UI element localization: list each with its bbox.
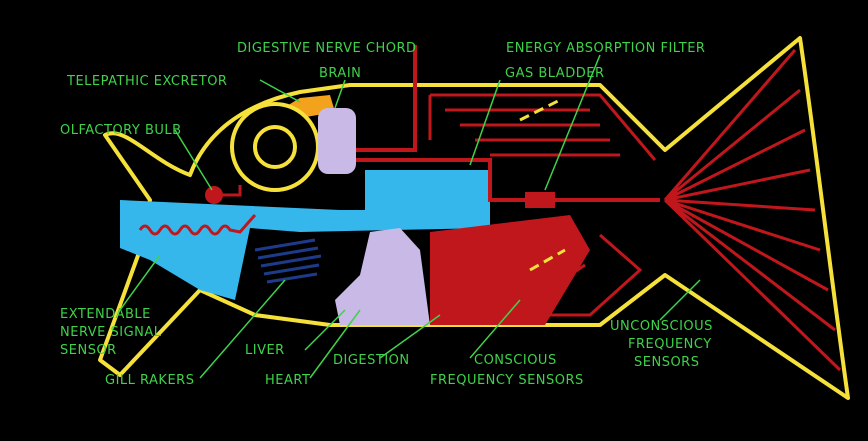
label-unconscious-3: SENSORS xyxy=(634,355,699,370)
olfactory-nerve xyxy=(214,185,242,197)
brain xyxy=(318,108,356,174)
label-unconscious-2: FREQUENCY xyxy=(628,337,712,352)
label-extendable-2: NERVE SIGNAL xyxy=(60,325,162,340)
label-gill-rakers: GILL RAKERS xyxy=(105,373,194,388)
unconscious-frequency-sensors xyxy=(428,49,842,372)
label-gas-bladder: GAS BLADDER xyxy=(505,66,604,81)
label-energy-absorption-filter: ENERGY ABSORPTION FILTER xyxy=(506,41,705,56)
eye-pupil xyxy=(253,125,297,169)
energy-absorption-filter xyxy=(525,192,555,208)
gill-rakers xyxy=(254,238,322,284)
label-brain: BRAIN xyxy=(319,66,361,81)
label-extendable-1: EXTENDABLE xyxy=(60,307,151,322)
label-liver: LIVER xyxy=(245,343,285,358)
label-olfactory-bulb: OLFACTORY BULB xyxy=(60,123,182,138)
label-extendable-3: SENSOR xyxy=(60,343,117,358)
digestive-nerve-chord xyxy=(356,45,525,202)
dashed-markers xyxy=(519,98,566,272)
label-conscious-2: FREQUENCY SENSORS xyxy=(430,373,584,388)
extendable-nerve-signal-sensor xyxy=(138,214,257,236)
label-unconscious-1: UNCONSCIOUS xyxy=(610,319,713,334)
fish-outline xyxy=(98,36,850,400)
label-digestive-nerve-chord: DIGESTIVE NERVE CHORD xyxy=(237,41,417,56)
leader-lines xyxy=(119,54,701,379)
blue-body-region xyxy=(120,170,490,300)
eye xyxy=(230,102,320,192)
label-conscious-1: CONSCIOUS xyxy=(474,353,557,368)
label-telepathic-excretor: TELEPATHIC EXCRETOR xyxy=(66,74,227,89)
liver xyxy=(335,228,430,325)
label-digestion: DIGESTION xyxy=(333,353,410,368)
label-heart: HEART xyxy=(265,373,310,388)
